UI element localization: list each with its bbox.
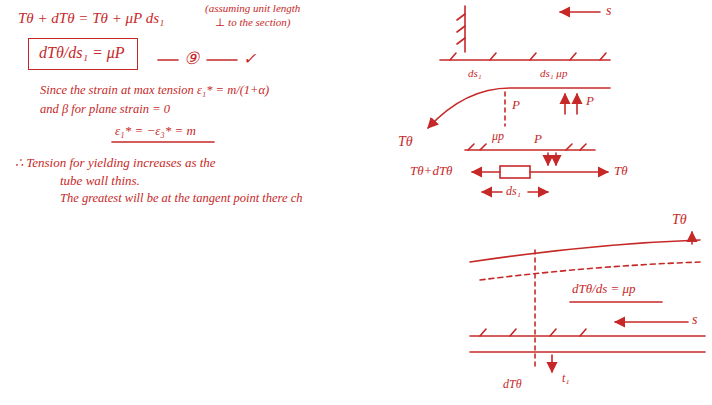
force-label: P	[586, 94, 594, 108]
equation-number: ⑨	[184, 50, 199, 69]
thickness-label: t₁	[562, 372, 570, 385]
note: The greatest will be at the tangent poin…	[60, 192, 302, 206]
equation: Tθ + dTθ = Tθ + μP ds₁	[18, 10, 164, 27]
equation: ε₁* = −ε₃* = m	[115, 124, 196, 138]
equation: dTθ/ds = μp	[572, 282, 636, 296]
equation-text: dTθ/ds₁ = μP	[39, 43, 127, 62]
force-label: P	[534, 132, 542, 146]
force-label: ds₁ μp	[540, 67, 567, 79]
tension-label: Tθ+dTθ	[410, 164, 453, 178]
force-label: P	[512, 98, 520, 112]
force-label: μp	[492, 130, 504, 143]
dimension-label: ds₁	[506, 185, 521, 198]
tension-label: Tθ	[672, 212, 687, 227]
boxed-equation: dTθ/ds₁ = μP	[28, 38, 138, 70]
note: ⊥ to the section)	[215, 16, 290, 28]
note: Since the strain at max tension ε₁* = m/…	[40, 84, 269, 98]
axis-label: s	[692, 312, 697, 327]
note: tube wall thins.	[60, 174, 140, 188]
dimension-label: dTθ	[503, 378, 522, 391]
note: ∴ Tension for yielding increases as the	[15, 156, 216, 170]
tension-label: Tθ	[398, 134, 413, 149]
check-mark: ✓	[243, 50, 256, 68]
axis-label: s	[606, 3, 611, 18]
note: and β for plane strain = 0	[40, 103, 170, 117]
dimension-label: ds₁	[468, 67, 482, 79]
tension-label: Tθ	[614, 164, 628, 178]
note: (assuming unit length	[205, 2, 300, 14]
